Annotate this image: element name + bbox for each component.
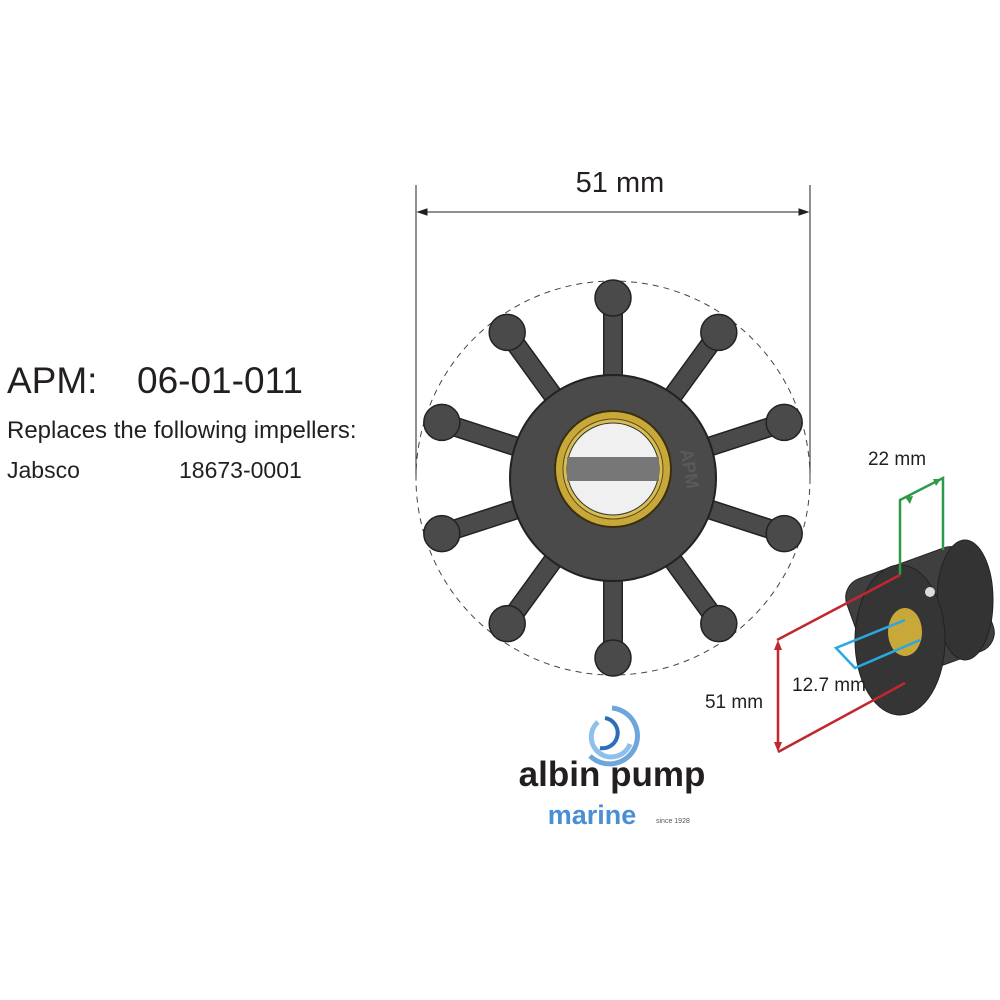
width-dimension xyxy=(898,475,945,575)
logo-line2: marine xyxy=(548,800,637,830)
side-diameter-dimension xyxy=(776,573,906,754)
logo-since: since 1928 xyxy=(656,818,690,825)
diameter-label: 51 mm xyxy=(576,167,665,199)
side-diameter-label: 51 mm xyxy=(705,692,763,713)
cross-ref-brand: Jabsco xyxy=(7,457,80,483)
vane-tip xyxy=(594,279,632,317)
vane-tip xyxy=(423,514,461,553)
vane-tip xyxy=(594,639,632,677)
shaft-flat xyxy=(567,457,659,481)
width-label: 22 mm xyxy=(868,449,926,470)
vane-tip xyxy=(765,514,803,553)
shaft-dimension xyxy=(833,618,921,670)
cross-ref-part-number: 18673-0001 xyxy=(179,457,302,483)
apm-label: APM: xyxy=(7,360,98,401)
diameter-dimension xyxy=(415,185,811,480)
replaces-text: Replaces the following impellers: xyxy=(7,417,357,444)
apm-part-number: 06-01-011 xyxy=(137,360,303,401)
swirl-icon xyxy=(588,705,640,767)
vane-tip xyxy=(488,604,526,643)
vane-tip xyxy=(488,313,526,352)
vane-tip xyxy=(700,313,738,352)
shaft-label: 12.7 mm xyxy=(792,675,866,696)
logo-line1: albin pump xyxy=(519,755,706,794)
vane-tip xyxy=(765,403,803,442)
impeller-3d-view xyxy=(845,539,995,716)
vane-tip xyxy=(423,403,461,442)
vane-tip xyxy=(700,604,738,643)
albin-pump-logo: albin pump marine since 1928 xyxy=(519,705,706,830)
